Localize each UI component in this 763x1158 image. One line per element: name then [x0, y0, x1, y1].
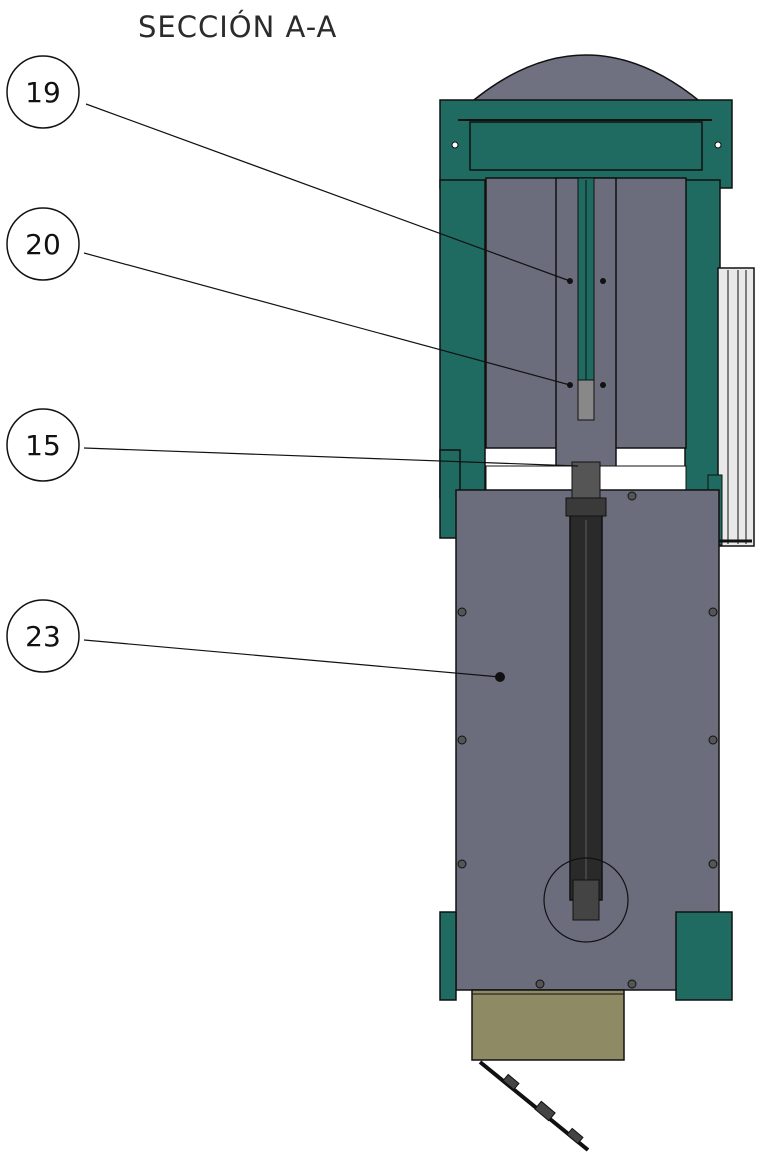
lower-right-foot [675, 911, 733, 1001]
balloon-23: 23 [6, 599, 80, 673]
svg-text:15: 15 [25, 429, 61, 462]
upper-frame-inner-band [469, 121, 703, 171]
balloon-15: 15 [6, 408, 80, 482]
svg-text:23: 23 [25, 620, 61, 653]
left-column [439, 179, 486, 499]
svg-text:20: 20 [25, 228, 61, 261]
balloon-20: 20 [6, 207, 80, 281]
balloon-19: 19 [6, 55, 80, 129]
side-guide-rails [717, 267, 755, 547]
dome-cap [460, 54, 712, 111]
lower-left-foot [439, 911, 457, 1001]
svg-text:19: 19 [25, 76, 61, 109]
valve-fittings [502, 1073, 584, 1145]
section-title: SECCIÓN A-A [138, 10, 338, 44]
lower-plate-bolts [457, 491, 718, 989]
detail-circle [543, 857, 629, 943]
motor-box [471, 989, 625, 1061]
right-column [684, 179, 721, 499]
